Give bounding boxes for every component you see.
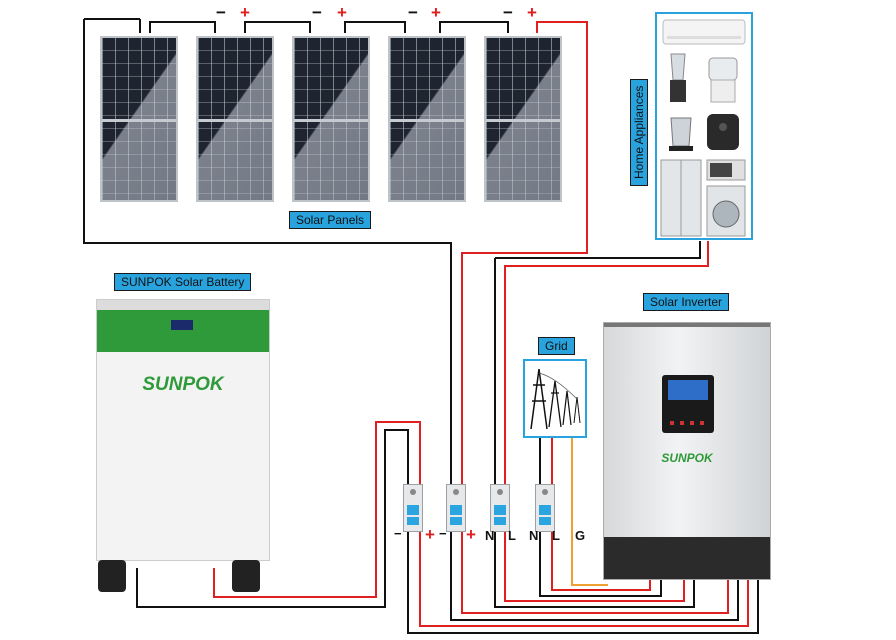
ac-out-n-wire: [495, 241, 701, 259]
terminal-grid-g: G: [575, 528, 586, 543]
terminal-out-n: N: [485, 528, 495, 543]
pv-positive-wire: [461, 21, 588, 484]
panel-2-plus: +: [240, 3, 250, 22]
ac-out-l-wire: [504, 241, 709, 484]
panel-5-minus: −: [503, 3, 513, 22]
terminal-battery-minus: −: [394, 526, 402, 541]
inverter-buttons: [670, 421, 706, 425]
inverter-top-edge: [604, 323, 770, 327]
panel-4-minus: −: [408, 3, 418, 22]
terminal-out-l: L: [508, 528, 516, 543]
air-conditioner-icon: [662, 19, 746, 45]
breaker-ac-out: [490, 484, 510, 532]
battery-positive-wire: [213, 421, 421, 598]
battery-top-cap: [97, 300, 269, 310]
terminal-grid-l: L: [552, 528, 560, 543]
terminal-pv-minus: −: [439, 526, 447, 541]
air-fryer-icon: [707, 114, 739, 150]
inverter-control-panel: [662, 375, 714, 433]
grid-box: [523, 359, 587, 438]
solar-panel-3: [292, 36, 370, 202]
solar-panel-2: [196, 36, 274, 202]
appliances-illustration: [660, 19, 746, 237]
battery-negative-wire: [136, 429, 409, 608]
inverter-logo: SUNPOK: [661, 451, 713, 465]
panel-3-plus: +: [337, 3, 347, 22]
inverter-base: [604, 537, 770, 579]
terminal-grid-n: N: [529, 528, 539, 543]
inverter-lcd: [668, 380, 708, 400]
home-appliances-box: [655, 12, 753, 240]
home-appliances-label: Home Appliances: [630, 78, 648, 186]
battery-display: [171, 320, 193, 330]
terminal-battery-plus: +: [425, 525, 435, 544]
breaker-grid: [535, 484, 555, 532]
breaker-pv: [446, 484, 466, 532]
solar-panel-1: [100, 36, 178, 202]
solar-panel-4: [388, 36, 466, 202]
battery-green-band: [97, 310, 269, 352]
blender-icon: [670, 53, 686, 102]
solar-panel-5: [484, 36, 562, 202]
grid-label: Grid: [538, 337, 575, 355]
battery-label: SUNPOK Solar Battery: [114, 273, 252, 291]
refrigerator-icon: [660, 159, 702, 237]
battery-wheel-right: [232, 560, 260, 592]
panel-4-plus: +: [431, 3, 441, 22]
solar-panels-label: Solar Panels: [289, 211, 372, 229]
pv-negative-wire: [83, 19, 452, 484]
washing-machine-icon: [706, 185, 746, 237]
breaker-battery: [403, 484, 423, 532]
battery-unit: SUNPOK: [96, 299, 270, 561]
food-processor-icon: [708, 57, 738, 103]
battery-wheel-left: [98, 560, 126, 592]
power-tower-icon: [530, 368, 581, 430]
panel-2-minus: −: [216, 3, 226, 22]
inverter-label: Solar Inverter: [643, 293, 730, 311]
inverter-unit: SUNPOK: [603, 322, 771, 580]
kettle-icon: [669, 117, 693, 151]
battery-logo: SUNPOK: [142, 374, 224, 395]
microwave-icon: [706, 159, 746, 181]
grid-g-wire: [571, 438, 608, 586]
panel-3-minus: −: [312, 3, 322, 22]
panel-5-plus: +: [527, 3, 537, 22]
terminal-pv-plus: +: [466, 525, 476, 544]
